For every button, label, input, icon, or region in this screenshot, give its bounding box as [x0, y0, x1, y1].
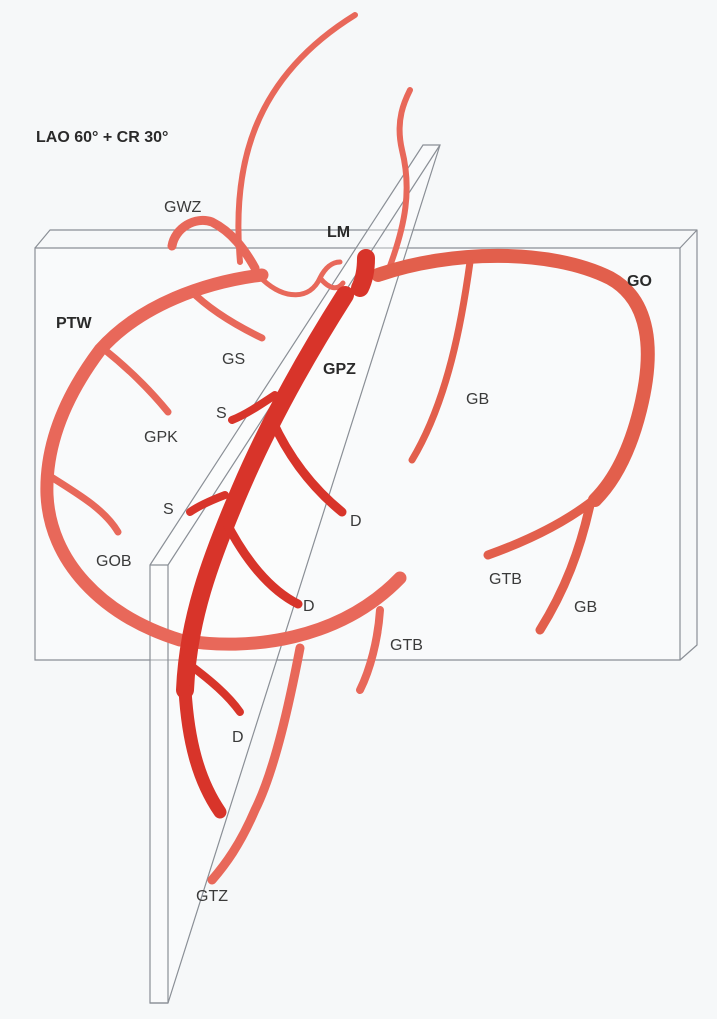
- label-gpk: GPK: [144, 429, 178, 446]
- label-d-middle: D: [303, 598, 315, 615]
- view-title: LAO 60° + CR 30°: [36, 129, 168, 146]
- label-s-lower: S: [163, 501, 174, 518]
- label-gtb-center: GTB: [390, 637, 423, 654]
- label-gtz: GTZ: [196, 888, 228, 905]
- label-go: GO: [627, 273, 652, 290]
- label-gwz: GWZ: [164, 199, 202, 216]
- label-d-lower: D: [232, 729, 244, 746]
- label-s-upper: S: [216, 405, 227, 422]
- label-gs: GS: [222, 351, 245, 368]
- label-gb-upper: GB: [466, 391, 489, 408]
- label-ptw: PTW: [56, 315, 92, 332]
- label-gpz: GPZ: [323, 361, 356, 378]
- label-lm: LM: [327, 224, 350, 241]
- lm-stem: [360, 258, 366, 288]
- label-gtb-right: GTB: [489, 571, 522, 588]
- label-d-upper: D: [350, 513, 362, 530]
- label-gb-lower: GB: [574, 599, 597, 616]
- label-gob: GOB: [96, 553, 132, 570]
